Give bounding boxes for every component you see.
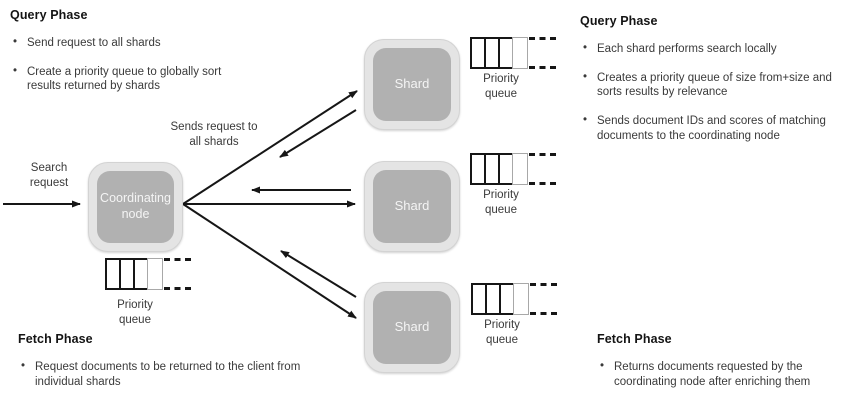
- priority-queue-icon: [105, 258, 191, 290]
- shard-node-middle: Shard: [364, 161, 460, 252]
- bullet-item: Send request to all shards: [10, 35, 258, 51]
- queue-dash: [529, 37, 556, 40]
- priority-queue-label: Priority queue: [117, 299, 153, 326]
- arrow-node-to-shard-bottom: [182, 203, 357, 319]
- shard-label: Shard: [394, 198, 430, 214]
- priority-queue-label: Priority queue: [484, 319, 520, 346]
- queue-dash: [164, 258, 191, 261]
- priority-queue-label: Priority queue: [483, 73, 519, 100]
- annotation-search-request: Search request: [29, 162, 69, 189]
- shard-node-body: Shard: [373, 291, 451, 364]
- shard-node-bottom: Shard: [364, 282, 460, 373]
- shard-node-top: Shard: [364, 39, 460, 130]
- bullet-list: Returns documents requested by the coord…: [597, 359, 847, 389]
- priority-queue-label: Priority queue: [483, 189, 519, 216]
- queue-dash: [530, 312, 557, 315]
- bullet-item: Sends document IDs and scores of matchin…: [580, 113, 852, 143]
- bullet-item: Each shard performs search locally: [580, 41, 852, 57]
- bullet-item: Creates a priority queue of size from+si…: [580, 70, 852, 100]
- queue-dash: [529, 66, 556, 69]
- priority-queue-icon: [471, 283, 557, 315]
- bullet-item: Returns documents requested by the coord…: [597, 359, 847, 389]
- bullet-item: Request documents to be returned to the …: [18, 359, 326, 389]
- queue-dash: [164, 287, 191, 290]
- bullet-list: Send request to all shards Create a prio…: [10, 35, 258, 94]
- bullet-list: Each shard performs search locally Creat…: [580, 41, 852, 144]
- queue-dash: [529, 153, 556, 156]
- panel-query-phase-right: Query Phase Each shard performs search l…: [580, 14, 852, 158]
- panel-heading: Fetch Phase: [597, 332, 672, 346]
- queue-dash: [529, 182, 556, 185]
- shard-node-body: Shard: [373, 48, 451, 121]
- panel-heading: Fetch Phase: [18, 332, 93, 346]
- annotation-sends-request: Sends request to all shards: [170, 121, 258, 148]
- shard-label: Shard: [394, 319, 430, 335]
- shard-node-body: Shard: [373, 170, 451, 243]
- coordinating-node: Coordinating node: [88, 162, 183, 252]
- coordinating-node-label: Coordinating node: [100, 191, 171, 221]
- queue-dash: [530, 283, 557, 286]
- arrow-shard-bottom-return: [280, 250, 357, 298]
- bullet-item: Create a priority queue to globally sort…: [10, 64, 258, 94]
- priority-queue-icon: [470, 37, 556, 69]
- panel-heading: Query Phase: [580, 14, 658, 28]
- panel-query-phase-left: Query Phase Send request to all shards C…: [10, 8, 258, 108]
- panel-fetch-phase-left: Fetch Phase Request documents to be retu…: [18, 332, 326, 401]
- bullet-list: Request documents to be returned to the …: [18, 359, 326, 389]
- priority-queue-icon: [470, 153, 556, 185]
- panel-heading: Query Phase: [10, 8, 88, 22]
- panel-fetch-phase-right: Fetch Phase Returns documents requested …: [597, 332, 847, 401]
- arrow-shard-top-return: [279, 109, 357, 158]
- shard-label: Shard: [394, 76, 430, 92]
- coordinating-node-body: Coordinating node: [97, 171, 174, 243]
